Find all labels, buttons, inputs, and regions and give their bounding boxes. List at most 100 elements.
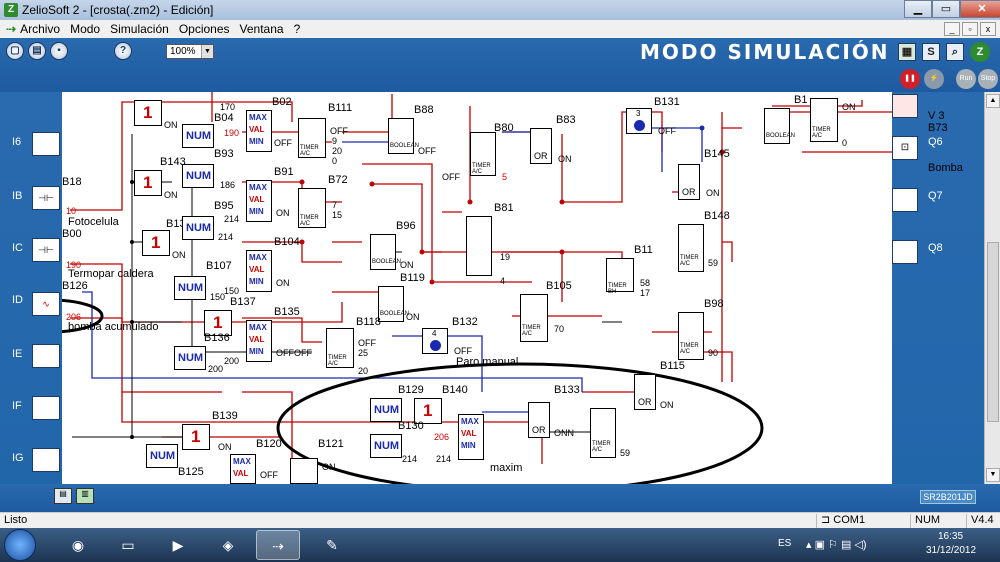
value-20: 20 — [332, 146, 343, 156]
menu-ventana[interactable]: Ventana — [239, 22, 284, 36]
timer-block-b98[interactable]: TIMER A/C — [678, 312, 704, 360]
paint-icon[interactable]: ✎ — [326, 537, 338, 553]
search-icon[interactable]: ⌕ — [946, 43, 964, 61]
vertical-scrollbar[interactable]: ▲ ▼ — [984, 92, 1000, 484]
minimize-button[interactable]: ▁ — [904, 0, 932, 18]
s-button[interactable]: S — [922, 43, 940, 61]
maximize-button[interactable]: ▭ — [932, 0, 960, 18]
timer-block-b72[interactable]: TIMER A/C — [298, 188, 326, 228]
minmax-block-maxim[interactable]: MAX VAL MIN — [458, 414, 484, 460]
or-gate-b133-output[interactable]: OR — [634, 374, 656, 410]
num-block-b129[interactable]: NUM — [370, 398, 402, 422]
num-block-b125[interactable]: NUM — [146, 444, 178, 468]
help-button[interactable]: ? — [114, 42, 132, 60]
open-folder-icon[interactable]: ▤ — [28, 42, 46, 60]
mdi-restore-button[interactable]: ▫ — [962, 22, 978, 36]
constant-block-1d[interactable]: 1 — [204, 310, 232, 336]
or-gate-b145[interactable]: OR — [678, 164, 700, 200]
input-slot-ie[interactable] — [32, 344, 60, 368]
timer-block-b111[interactable]: TIMER A/C — [298, 118, 326, 158]
analog-input-icon[interactable]: ∿ — [32, 292, 60, 316]
output-slot-q8[interactable] — [892, 240, 918, 264]
stop-button[interactable]: Stop — [978, 69, 998, 89]
run-button[interactable]: Run — [956, 69, 976, 89]
num-block-b130[interactable]: NUM — [370, 434, 402, 458]
value-200: 200 — [208, 364, 224, 374]
virtualbox-icon[interactable]: ◈ — [222, 537, 234, 553]
new-file-icon[interactable]: ▢ — [6, 42, 24, 60]
photocell-sensor-icon[interactable]: ⊣⊢ — [32, 186, 60, 210]
scroll-thumb[interactable] — [987, 242, 999, 422]
timer-block-b105[interactable]: TIMER A/C — [520, 294, 548, 342]
constant-block-1c[interactable]: 1 — [142, 230, 170, 256]
boolean-block-b88[interactable]: BOOLEAN — [388, 118, 419, 154]
lightning-icon[interactable]: ⚡ — [924, 69, 944, 89]
output-slot-q7[interactable] — [892, 188, 918, 212]
num-block-b91[interactable]: NUM — [182, 164, 214, 188]
input-slot-ig[interactable] — [32, 448, 60, 472]
or-gate-b133-input[interactable]: OR — [528, 402, 550, 438]
num-block-b136[interactable]: NUM — [174, 346, 206, 370]
close-button[interactable]: ✕ — [960, 0, 1000, 18]
label-b131: B131 — [654, 96, 680, 108]
boolean-block-b1a[interactable]: BOOLEAN — [764, 108, 795, 144]
constant-block-b131[interactable]: 3 — [626, 108, 652, 134]
label-b81: B81 — [494, 202, 514, 214]
timer-block-b81[interactable] — [466, 216, 492, 276]
timer-block-b133[interactable]: TIMER A/C — [590, 408, 616, 458]
menu-help[interactable]: ? — [293, 22, 301, 36]
constant-block-1b[interactable]: 1 — [134, 170, 162, 196]
explorer-icon[interactable]: ▭ — [121, 537, 135, 553]
pause-icon[interactable]: ❚❚ — [900, 69, 920, 89]
menu-opciones[interactable]: Opciones — [178, 22, 230, 36]
boolean-block-b96[interactable]: BOOLEAN — [370, 234, 401, 270]
input-slot-if[interactable] — [32, 396, 60, 420]
clock-time[interactable]: 16:35 — [938, 531, 964, 542]
mdi-doc-icon[interactable]: ⇢ — [6, 22, 17, 36]
scroll-up-icon[interactable]: ▲ — [986, 94, 1000, 108]
clock-date[interactable]: 31/12/2012 — [926, 545, 977, 556]
constant-block-b132[interactable]: 4 — [422, 328, 448, 354]
num-block-b138[interactable]: NUM — [182, 216, 214, 240]
num-block-b04[interactable]: NUM — [182, 124, 214, 148]
chrome-icon[interactable]: ◉ — [71, 537, 85, 553]
zoom-select[interactable]: 100% ▼ — [166, 44, 214, 59]
monitor-icon[interactable]: ▦ — [898, 43, 916, 61]
zeliosoft-task-icon[interactable]: ⇢ — [256, 530, 300, 560]
output-slot-v3[interactable] — [892, 94, 918, 118]
zelio-logo-icon: Z — [970, 42, 990, 62]
timer-block-b121[interactable] — [290, 458, 318, 484]
language-indicator[interactable]: ES — [778, 538, 792, 549]
printer-icon[interactable]: ▤ — [54, 488, 72, 504]
timer-block-b11[interactable]: TIMER BH — [606, 258, 634, 295]
tray-icons[interactable]: ▴ ▣ ⚐ ▤ ◁) — [806, 539, 867, 551]
timer-block-b80[interactable]: TIMER A/C — [470, 132, 496, 176]
menu-simulacion[interactable]: Simulación — [110, 22, 169, 36]
save-icon[interactable]: ▪ — [50, 42, 68, 60]
minmax-block-b120[interactable]: MAX VAL — [230, 454, 256, 484]
scroll-down-icon[interactable]: ▼ — [986, 468, 1000, 482]
menu-modo[interactable]: Modo — [70, 22, 101, 36]
constant-block-b140[interactable]: 1 — [414, 398, 442, 424]
pump-output-icon[interactable]: ⊡ — [892, 136, 918, 160]
constant-block-1a[interactable]: 1 — [134, 100, 162, 126]
num-block-b107[interactable]: NUM — [174, 276, 206, 300]
minmax-block-b02[interactable]: MAX VAL MIN — [246, 110, 272, 152]
menu-archivo[interactable]: Archivo — [20, 22, 61, 36]
timer-block-b118[interactable]: TIMER A/C — [326, 328, 354, 368]
input-slot-i6[interactable] — [32, 132, 60, 156]
minmax-block-b104[interactable]: MAX VAL MIN — [246, 250, 272, 292]
mdi-close-button[interactable]: x — [980, 22, 996, 36]
timer-block-b1[interactable]: TIMER A/C — [810, 98, 838, 142]
thermocouple-sensor-icon[interactable]: ⊣⊢ — [32, 238, 60, 262]
or-gate-b83[interactable]: OR — [530, 128, 552, 164]
media-player-icon[interactable]: ▶ — [172, 537, 184, 553]
minmax-block-b91[interactable]: MAX VAL MIN — [246, 180, 272, 222]
start-button[interactable] — [4, 529, 36, 561]
constant-block-1e[interactable]: 1 — [182, 424, 210, 450]
module-icon[interactable]: ▥ — [76, 488, 94, 504]
timer-block-b148[interactable]: TIMER A/C — [678, 224, 704, 272]
boolean-block-b118[interactable]: BOOLEAN — [378, 286, 409, 322]
minmax-block-b135[interactable]: MAX VAL MIN — [246, 320, 272, 362]
mdi-minimize-button[interactable]: _ — [944, 22, 960, 36]
